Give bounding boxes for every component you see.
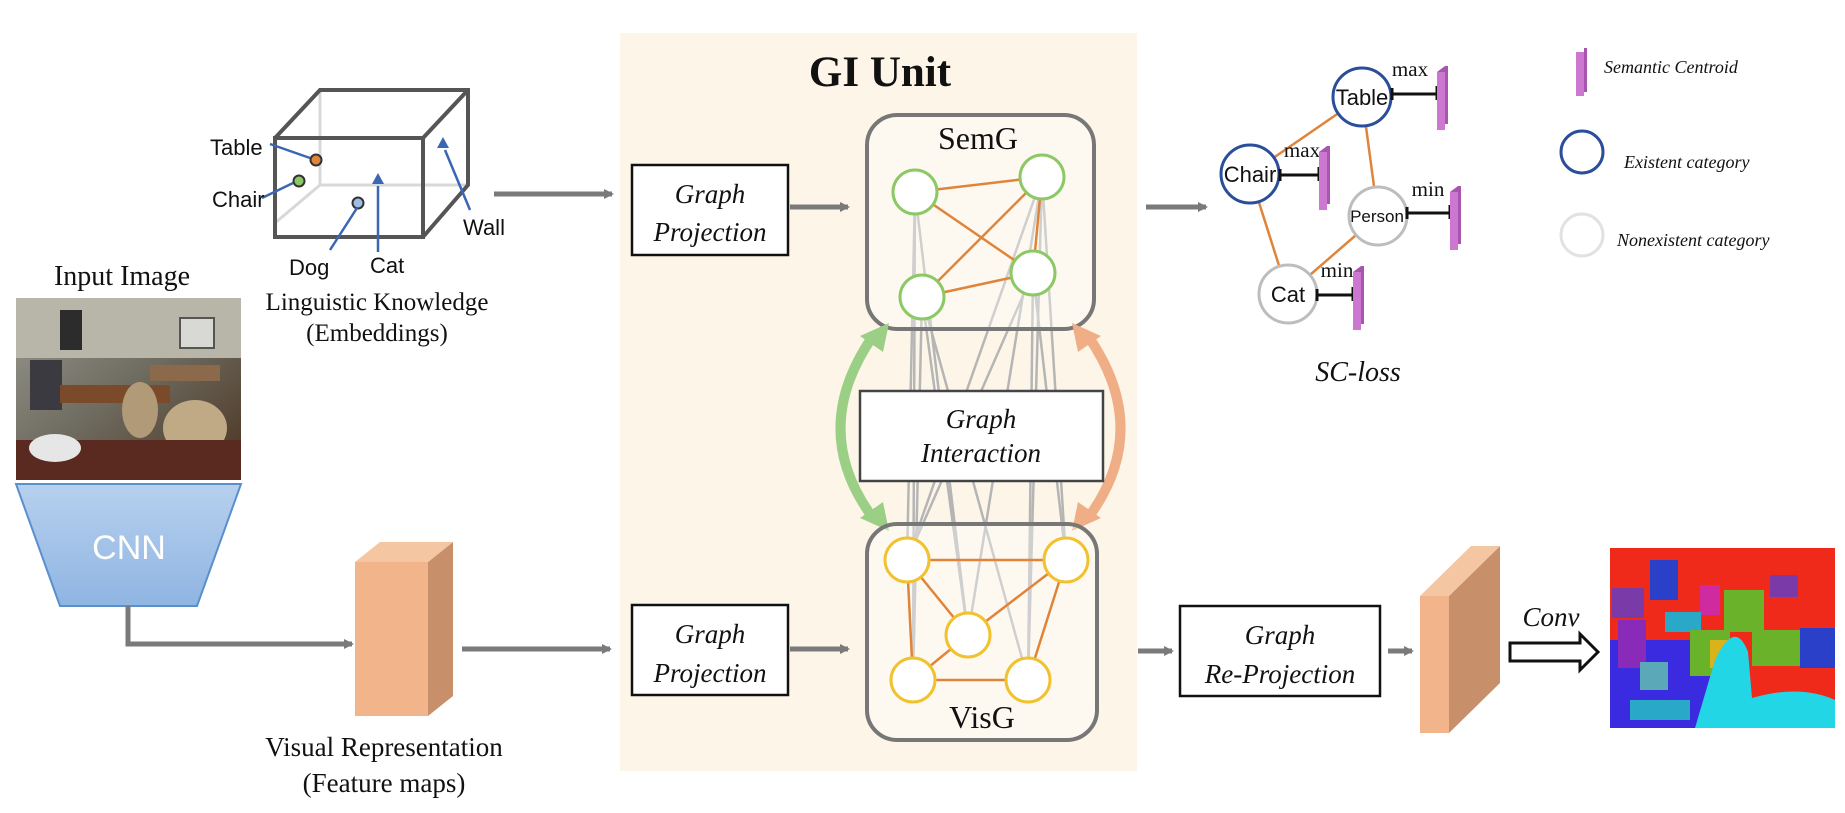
wall-pointer: [443, 149, 472, 211]
gi-unit-title: GI Unit: [809, 49, 952, 96]
legend-semantic-centroid-icon: [1576, 48, 1587, 96]
input-image-title: Input Image: [54, 261, 190, 292]
dog-pointer: [328, 207, 359, 251]
graph-interaction-line1: Graph: [946, 404, 1017, 434]
scloss-person-label: Person: [1350, 207, 1404, 226]
legend-existent-icon: [1559, 129, 1605, 175]
visg-node: [944, 611, 992, 659]
salmon-arrowhead-bottom: [1072, 502, 1101, 531]
output-feature-maps-block: [1420, 546, 1500, 733]
scloss-table-label: Table: [1336, 85, 1389, 110]
graph-reprojection-line2: Re-Projection: [1204, 659, 1355, 689]
dog-embedding-point: [351, 196, 365, 210]
scloss-person-mark: min: [1412, 177, 1445, 201]
dog-word-label: Dog: [289, 255, 329, 280]
legend-nonexistent-icon: [1559, 212, 1605, 258]
semg-label: SemG: [938, 120, 1018, 156]
linguistic-knowledge-caption: Linguistic Knowledge: [266, 289, 489, 316]
visg-node: [1004, 656, 1052, 704]
cnn-block: [14, 483, 243, 607]
graph-projection-bottom-line1: Graph: [675, 619, 746, 649]
graph-reprojection-line1: Graph: [1245, 620, 1316, 650]
graph-projection-bottom-line2: Projection: [653, 658, 767, 688]
visg-node: [889, 656, 937, 704]
semg-node: [898, 273, 946, 321]
cat-embedding-point: [372, 173, 384, 184]
scloss-cat-mark: min: [1321, 258, 1354, 282]
conv-arrow: [1508, 630, 1601, 674]
chair-word-label: Chair: [212, 187, 265, 212]
graph-projection-top-box: [630, 163, 790, 257]
semg-node: [891, 168, 939, 216]
feature-maps-caption: (Feature maps): [303, 768, 466, 798]
cat-word-label: Cat: [370, 253, 404, 278]
segmentation-output: [1610, 548, 1835, 728]
scloss-chair-label: Chair: [1224, 162, 1277, 187]
graph-projection-bottom-box: [630, 603, 790, 697]
feature-maps-block: [355, 542, 453, 716]
semg-node: [1018, 153, 1066, 201]
legend-semantic-centroid-label: Semantic Centroid: [1604, 57, 1739, 77]
graph-reprojection-box: [1178, 604, 1382, 698]
legend-nonexistent-label: Nonexistent category: [1616, 230, 1769, 250]
visg-label: VisG: [949, 699, 1015, 735]
salmon-arrowhead-top: [1072, 323, 1101, 352]
green-arrowhead-bottom: [860, 502, 889, 531]
cnn-to-features-arrow: [125, 606, 354, 649]
embeddings-caption: (Embeddings): [306, 320, 448, 347]
scloss-table-mark: max: [1392, 57, 1429, 81]
salmon-interaction-arrow: [1083, 333, 1126, 521]
cnn-label: CNN: [92, 529, 166, 567]
chair-embedding-point: [292, 174, 306, 188]
visual-representation-caption: Visual Representation: [265, 732, 503, 762]
legend-existent-label: Existent category: [1623, 152, 1749, 172]
table-word-label: Table: [210, 135, 263, 160]
green-arrowhead-top: [860, 323, 889, 352]
semg-node: [1009, 249, 1057, 297]
input-image: [16, 298, 241, 480]
embedding-cube: [273, 88, 470, 239]
table-pointer: [269, 142, 311, 160]
visg-node: [1042, 536, 1090, 584]
green-interaction-arrow: [835, 333, 878, 521]
conv-label: Conv: [1523, 602, 1580, 632]
table-embedding-point: [309, 153, 323, 167]
scloss-chair-mark: max: [1284, 138, 1321, 162]
wall-embedding-point: [437, 137, 449, 148]
chair-pointer: [261, 181, 294, 200]
graph-interaction-box: [858, 389, 1105, 483]
visg-node: [883, 536, 931, 584]
graph-projection-top-line2: Projection: [653, 217, 767, 247]
scloss-cat-label: Cat: [1271, 282, 1305, 307]
scloss-title: SC-loss: [1315, 357, 1401, 388]
graph-projection-top-line1: Graph: [675, 179, 746, 209]
graph-interaction-line2: Interaction: [920, 438, 1041, 468]
wall-word-label: Wall: [463, 215, 505, 240]
semantic-centroid-bars: [1319, 66, 1461, 330]
